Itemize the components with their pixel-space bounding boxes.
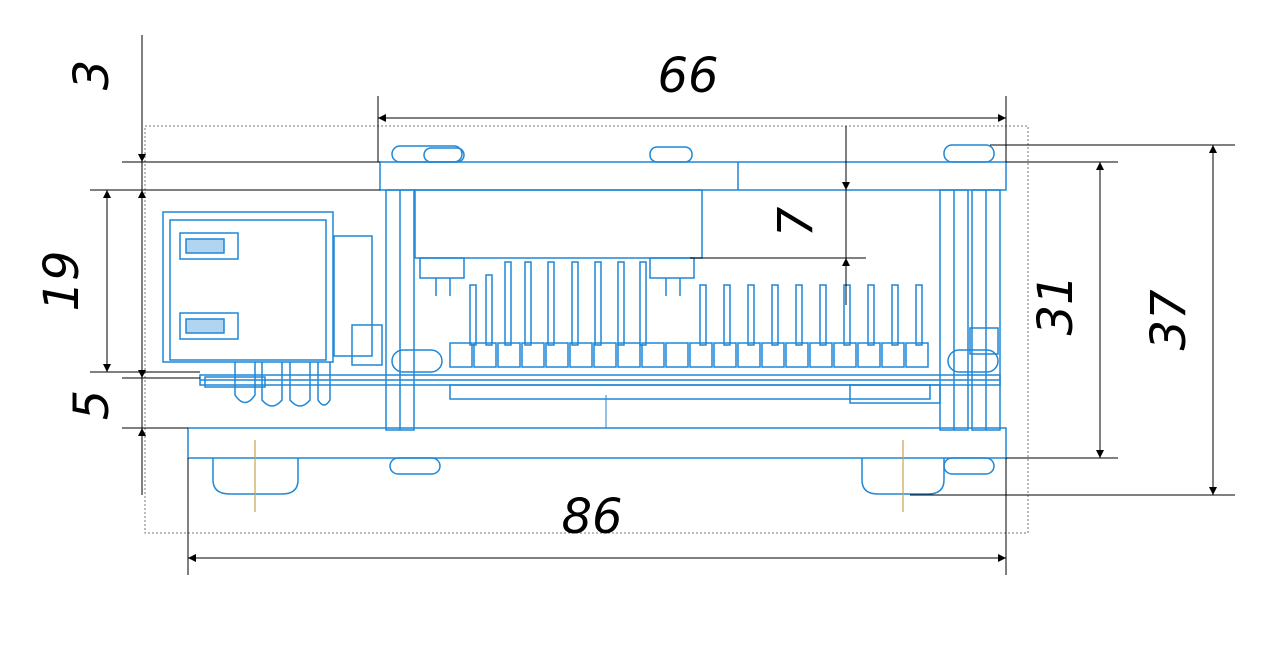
top-nut-right	[943, 144, 995, 163]
dim-37: 37	[1141, 289, 1197, 351]
dimension-lines	[90, 35, 1235, 575]
dim-66: 66	[657, 48, 718, 104]
bounding-box	[144, 125, 1029, 534]
dim-3: 3	[64, 60, 120, 91]
pin-header	[449, 342, 929, 368]
top-nut-center	[649, 146, 693, 163]
header-pins	[469, 261, 923, 346]
top-module	[414, 189, 703, 259]
top-nut-left	[391, 145, 463, 163]
top-board	[379, 161, 1007, 191]
dim-5: 5	[64, 390, 120, 421]
dim-86: 86	[561, 489, 622, 545]
foot-left	[212, 458, 299, 495]
dim-7: 7	[768, 206, 824, 237]
bottom-board	[187, 427, 1007, 459]
dim-19: 19	[34, 250, 90, 311]
dim-31: 31	[1028, 274, 1084, 335]
usb-connector	[162, 211, 383, 407]
assembly-model	[162, 144, 1007, 495]
